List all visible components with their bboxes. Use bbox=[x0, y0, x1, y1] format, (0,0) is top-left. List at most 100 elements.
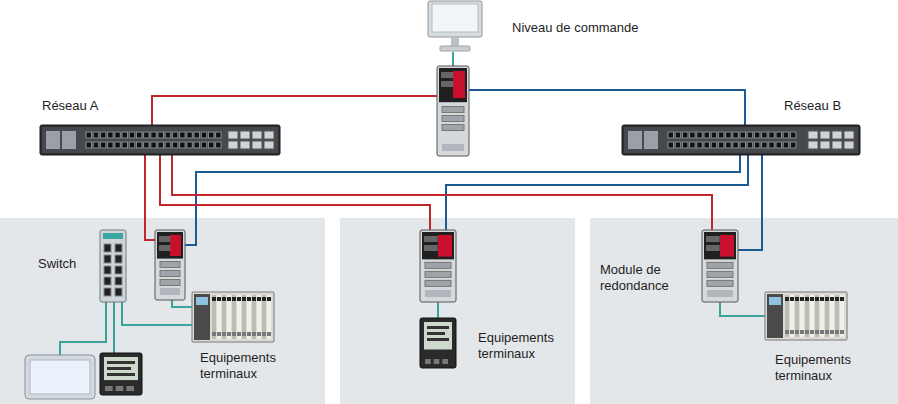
device-label: Réseau A bbox=[42, 98, 98, 114]
device-part bbox=[267, 332, 271, 336]
device-part bbox=[820, 297, 824, 301]
meter-illustration bbox=[100, 353, 142, 395]
network-switch-rack: Réseau B bbox=[622, 125, 860, 155]
device-part bbox=[805, 295, 809, 337]
device-part bbox=[427, 338, 449, 341]
device-part bbox=[62, 131, 76, 149]
device-part bbox=[442, 125, 464, 131]
device-part bbox=[704, 232, 736, 259]
device-part bbox=[785, 295, 789, 337]
device-part bbox=[820, 330, 824, 334]
device-part bbox=[216, 132, 222, 138]
device-part bbox=[783, 142, 789, 148]
device-part bbox=[194, 142, 200, 148]
device-part bbox=[815, 295, 819, 337]
device-part bbox=[196, 297, 208, 305]
network-cable bbox=[469, 90, 745, 125]
device-part bbox=[707, 280, 733, 286]
device-part bbox=[442, 144, 464, 151]
device-part bbox=[668, 132, 674, 138]
device-part bbox=[104, 244, 111, 252]
device-part bbox=[776, 142, 782, 148]
network-cable bbox=[437, 302, 439, 318]
device-part bbox=[227, 332, 231, 336]
device-part bbox=[767, 294, 783, 338]
device-part bbox=[122, 132, 128, 138]
device-label: Equipements terminaux bbox=[200, 350, 295, 383]
device-part bbox=[160, 288, 180, 295]
network-cable bbox=[60, 302, 106, 355]
device-part bbox=[240, 131, 250, 139]
redundancy-module bbox=[437, 66, 469, 156]
device-part bbox=[825, 330, 829, 334]
device-part bbox=[820, 131, 830, 139]
device-part bbox=[155, 230, 185, 300]
device-part bbox=[644, 131, 658, 149]
network-cable bbox=[185, 155, 740, 245]
device-part bbox=[208, 142, 214, 148]
redundancy-module: Module de redondance bbox=[702, 230, 738, 302]
power-meter bbox=[100, 353, 142, 395]
device-part bbox=[795, 297, 799, 301]
device-part bbox=[104, 288, 111, 296]
device-part bbox=[116, 386, 124, 391]
device-part bbox=[208, 132, 214, 138]
device-part bbox=[726, 142, 732, 148]
device-part bbox=[815, 330, 819, 334]
device-part bbox=[136, 142, 142, 148]
device-part bbox=[222, 295, 226, 339]
device-part bbox=[747, 132, 753, 138]
device-part bbox=[432, 4, 478, 32]
device-part bbox=[187, 132, 193, 138]
device-part bbox=[440, 46, 470, 51]
device-part bbox=[86, 142, 92, 148]
device-part bbox=[425, 359, 431, 364]
device-part bbox=[100, 230, 126, 302]
device-part bbox=[453, 71, 465, 98]
device-part bbox=[682, 132, 688, 138]
device-part bbox=[115, 255, 122, 263]
network-cable bbox=[720, 302, 765, 316]
device-part bbox=[442, 116, 464, 122]
control-pc: Niveau de commande bbox=[400, 0, 510, 52]
device-part bbox=[442, 107, 464, 113]
device-part bbox=[800, 297, 804, 301]
device-part bbox=[624, 127, 858, 153]
device-part bbox=[232, 332, 236, 336]
device-label: Switch bbox=[38, 256, 76, 272]
device-part bbox=[237, 297, 241, 301]
device-part bbox=[733, 142, 739, 148]
station-ground bbox=[340, 218, 575, 404]
device-part bbox=[682, 142, 688, 148]
device-part bbox=[840, 297, 844, 301]
device-part bbox=[425, 290, 451, 297]
network-switch-rack: Réseau A bbox=[40, 125, 280, 155]
device-part bbox=[835, 297, 839, 301]
device-part bbox=[159, 236, 170, 242]
device-part bbox=[702, 230, 738, 302]
device-part bbox=[108, 142, 114, 148]
device-part bbox=[257, 295, 261, 339]
device-part bbox=[165, 142, 171, 148]
device-part bbox=[222, 297, 226, 301]
device-part bbox=[424, 322, 452, 350]
device-part bbox=[425, 280, 451, 286]
device-part bbox=[800, 295, 804, 337]
device-part bbox=[151, 142, 157, 148]
device-part bbox=[424, 236, 438, 242]
module-illustration bbox=[702, 230, 738, 302]
redundancy-module bbox=[420, 230, 456, 302]
device-part bbox=[697, 132, 703, 138]
device-part bbox=[747, 142, 753, 148]
device-label: Module de redondance bbox=[600, 262, 692, 295]
device-label: Réseau B bbox=[784, 98, 841, 114]
device-part bbox=[144, 132, 150, 138]
device-part bbox=[825, 297, 829, 301]
device-part bbox=[668, 142, 674, 148]
device-part bbox=[227, 297, 231, 301]
device-part bbox=[151, 132, 157, 138]
device-label: Niveau de commande bbox=[512, 20, 638, 36]
device-part bbox=[697, 142, 703, 148]
device-part bbox=[172, 142, 178, 148]
